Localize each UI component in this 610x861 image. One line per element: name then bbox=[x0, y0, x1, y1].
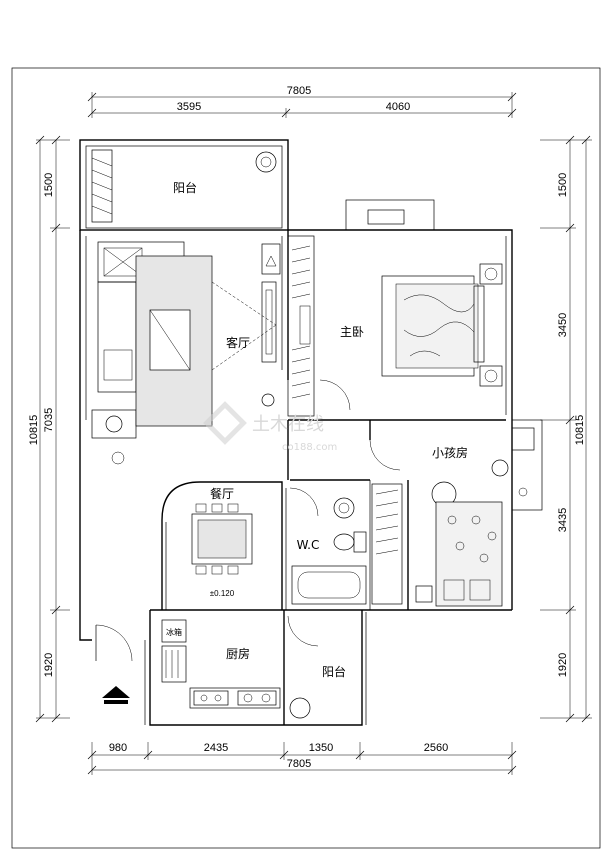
air-conditioner-icon bbox=[105, 415, 123, 433]
nightstand-icon bbox=[415, 585, 433, 603]
floor-level-label: ±0.120 bbox=[210, 589, 235, 598]
bottom-dimension-1: 980 bbox=[109, 742, 127, 754]
top-right-dimension: 4060 bbox=[386, 101, 410, 113]
door-swing-entrance bbox=[95, 624, 133, 662]
right-dimension-lines bbox=[540, 135, 592, 723]
kitchen-counter-icon bbox=[161, 645, 281, 709]
entrance-arrow-icon bbox=[102, 686, 130, 698]
washbasin-icon bbox=[333, 497, 355, 519]
rug-icon bbox=[135, 255, 213, 427]
top-total-dimension: 7805 bbox=[287, 85, 311, 97]
door-swing-wc bbox=[289, 487, 319, 517]
watermark-logo bbox=[203, 401, 247, 445]
door-swing-balcony bbox=[287, 615, 319, 647]
dining-table-icon bbox=[191, 503, 253, 575]
room-label-kids-room: 小孩房 bbox=[432, 445, 468, 460]
top-dimension-lines bbox=[87, 92, 517, 118]
watermark-site: co188.com bbox=[282, 442, 337, 453]
single-bed-icon bbox=[435, 501, 503, 607]
room-label-living-room: 客厅 bbox=[226, 335, 250, 350]
plant-center-icon bbox=[260, 156, 272, 168]
wardrobe-kids bbox=[371, 483, 403, 605]
door-swing-master bbox=[319, 379, 351, 411]
top-left-dimension: 3595 bbox=[177, 101, 201, 113]
air-conditioner-icon bbox=[367, 209, 405, 225]
left-total-dimension: 10815 bbox=[28, 415, 40, 446]
watermark-brand: 土木在线 bbox=[252, 414, 324, 435]
room-label-balcony-top: 阳台 bbox=[173, 180, 197, 195]
fridge-label: 冰箱 bbox=[166, 627, 182, 637]
fridge-box bbox=[161, 619, 187, 643]
left-dimension-1: 1500 bbox=[43, 173, 55, 197]
bathtub-icon bbox=[291, 565, 367, 605]
room-label-balcony-bottom: 阳台 bbox=[322, 664, 346, 679]
window-fixture-icon bbox=[518, 487, 528, 497]
room-label-dining-room: 餐厅 bbox=[210, 486, 234, 501]
door-swing-kids bbox=[369, 439, 401, 471]
room-label-master-bedroom: 主卧 bbox=[340, 325, 364, 339]
bottom-dimension-lines bbox=[87, 742, 517, 775]
plant-icon bbox=[261, 393, 275, 407]
room-label-kitchen: 厨房 bbox=[226, 646, 250, 661]
toilet-icon bbox=[333, 531, 367, 553]
drawing-frame bbox=[11, 67, 601, 849]
air-conditioner-icon bbox=[511, 427, 535, 451]
interior-walls bbox=[91, 230, 506, 610]
view-lines bbox=[211, 281, 277, 371]
bottom-dimension-2: 2435 bbox=[204, 742, 228, 754]
bottom-dimension-3: 1350 bbox=[309, 742, 333, 754]
bottom-dimension-4: 2560 bbox=[424, 742, 448, 754]
bottom-total-dimension: 7805 bbox=[287, 758, 311, 770]
entrance-arrow-base bbox=[104, 700, 128, 704]
left-dimension-3: 1920 bbox=[43, 653, 55, 677]
right-dimension-1: 1500 bbox=[557, 173, 569, 197]
exterior-walls bbox=[79, 139, 543, 726]
gas-stove-icon bbox=[237, 690, 277, 706]
left-dimension-lines bbox=[35, 135, 70, 723]
plant-icon bbox=[255, 151, 277, 173]
right-dimension-2: 3450 bbox=[557, 313, 569, 337]
double-bed-icon bbox=[381, 263, 503, 387]
balcony-planter bbox=[91, 149, 113, 223]
wardrobe-master bbox=[287, 235, 315, 417]
left-dimension-2: 7035 bbox=[43, 408, 55, 432]
tv-cabinet-icon bbox=[261, 243, 281, 363]
sink-icon bbox=[193, 690, 229, 706]
washing-machine-icon bbox=[289, 697, 311, 719]
plant-icon bbox=[111, 451, 125, 465]
right-total-dimension: 10815 bbox=[574, 415, 586, 446]
room-label-wc: W.C bbox=[297, 538, 320, 552]
right-dimension-3: 3435 bbox=[557, 508, 569, 532]
chair-icon bbox=[491, 459, 509, 477]
right-dimension-4: 1920 bbox=[557, 653, 569, 677]
